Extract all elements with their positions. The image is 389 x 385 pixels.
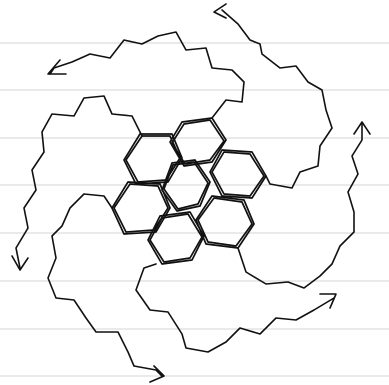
- ruled-lines: [0, 43, 389, 376]
- spiral-arm: [48, 194, 162, 376]
- spiral-arm: [16, 96, 142, 268]
- spiral-arm: [222, 10, 332, 188]
- hexagon-lower-right: [196, 196, 254, 248]
- spiral-arms: [16, 10, 362, 376]
- honeycomb-cluster: [112, 118, 266, 264]
- hexagon-upper-right: [210, 150, 266, 198]
- arrowhead-icon: [150, 366, 164, 382]
- spiral-arm: [238, 124, 362, 288]
- arrowheads: [12, 4, 370, 382]
- spiral-arm: [136, 264, 334, 352]
- spiral-arm: [50, 32, 244, 118]
